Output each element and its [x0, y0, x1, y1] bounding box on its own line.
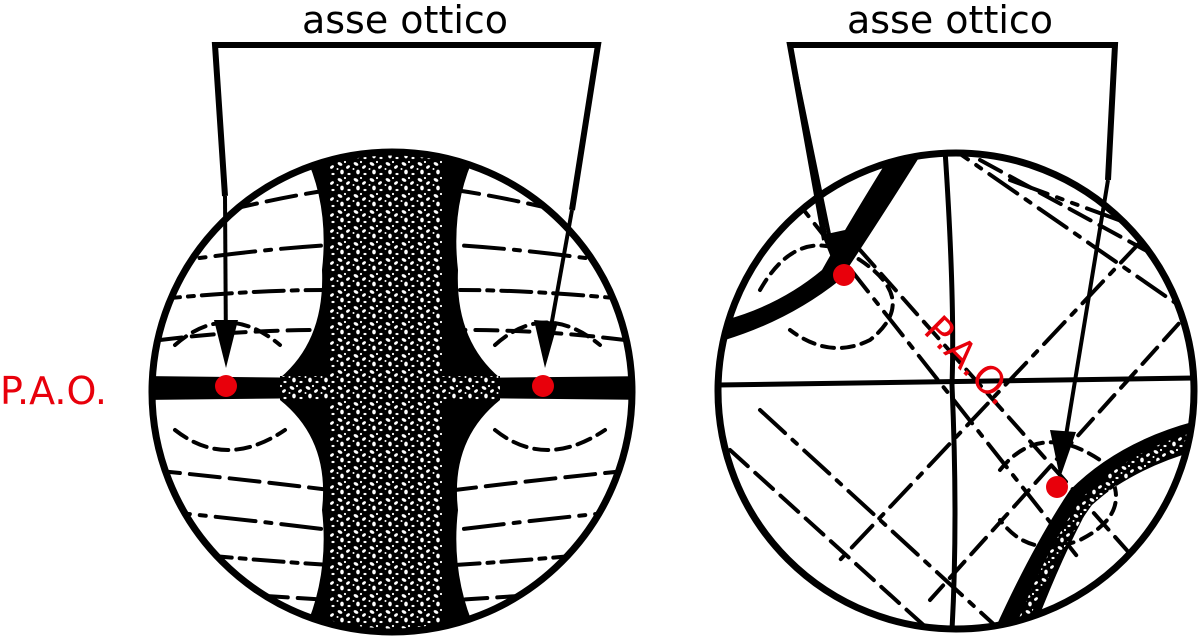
left-axis-bracket [211, 42, 602, 211]
right-figure: asse ottico [714, 0, 1198, 633]
right-axis-bracket [786, 42, 1119, 241]
left-arrowhead-left [214, 320, 238, 368]
left-point-label: P.A.O. [0, 369, 107, 413]
left-arrowhead-right [534, 320, 558, 368]
right-point-label: P.A.O. [916, 307, 1023, 414]
left-figure: asse ottico [0, 0, 636, 636]
right-crosshair [718, 153, 1194, 629]
right-melatope-point-1 [833, 264, 855, 286]
left-horizontal-isogyre-center [280, 376, 500, 400]
left-melatope-point-1 [215, 375, 237, 397]
right-melatope-point-2 [1046, 476, 1068, 498]
left-melatope-point-2 [532, 375, 554, 397]
right-isogyre-speckle [1010, 430, 1194, 629]
right-axis-label: asse ottico [847, 0, 1053, 42]
right-field-of-view [714, 149, 1198, 633]
left-axis-label: asse ottico [302, 0, 508, 42]
left-field-of-view [148, 148, 636, 636]
